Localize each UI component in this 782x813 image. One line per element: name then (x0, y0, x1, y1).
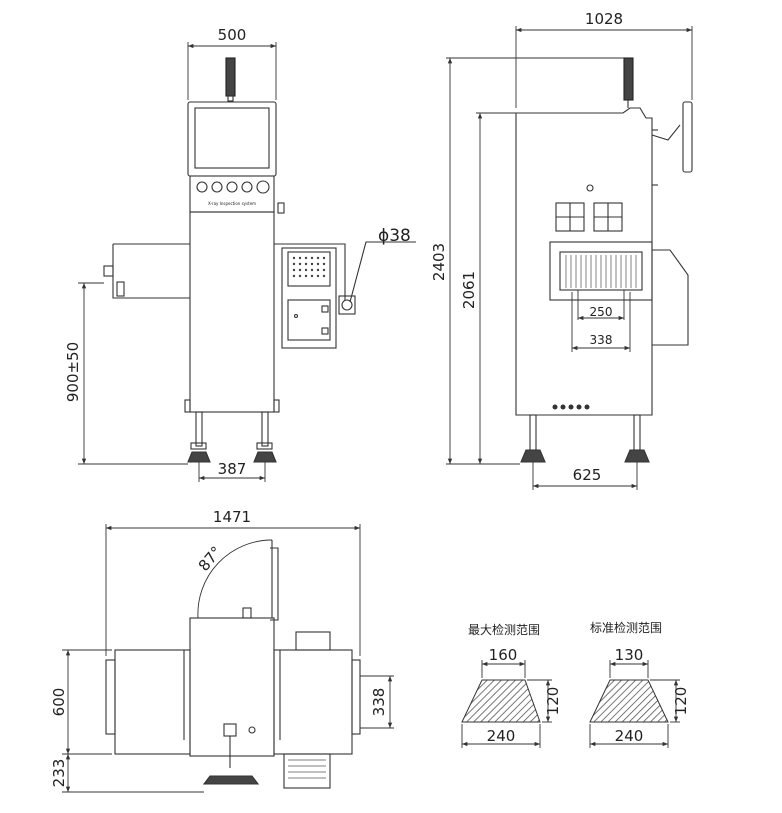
dim-side-foot-span: 625 (573, 466, 602, 484)
side-view (515, 57, 693, 463)
side-body (515, 107, 653, 416)
tunnel-left (112, 243, 190, 299)
top-tunnel-left (114, 649, 191, 755)
electric-cabinet (281, 247, 337, 349)
pipe-fitting (338, 295, 356, 315)
section-std-shape (589, 679, 669, 723)
dim-open-angle: 87° (195, 543, 226, 575)
side-button-row (552, 404, 590, 410)
side-feet (520, 414, 650, 463)
monitor-screen (194, 107, 270, 169)
beacon-light (225, 57, 236, 102)
side-beacon (623, 57, 634, 101)
section-std-title: 标准检测范围 (590, 620, 662, 635)
section-std-height: 120 (672, 687, 690, 716)
side-dimensions (446, 26, 693, 490)
section-max: 最大检测范围 160 240 120 (461, 622, 562, 748)
top-dimensions (62, 524, 394, 793)
dim-body-height: 2061 (460, 271, 478, 309)
dim-tunnel-outer: 338 (590, 333, 613, 347)
section-std-bottom: 240 (615, 727, 644, 745)
section-std-top: 130 (615, 646, 644, 664)
section-max-title: 最大检测范围 (468, 622, 540, 637)
curtain-lines (565, 255, 637, 288)
top-foot (202, 775, 260, 785)
top-cabinet (283, 753, 331, 789)
main-column (189, 211, 275, 413)
front-dimensions (78, 42, 277, 482)
dim-top-tunnel: 338 (370, 688, 388, 717)
front-view: X-ray Inspection system (103, 57, 416, 463)
dim-top-offset: 233 (50, 759, 68, 788)
panel-text: X-ray Inspection system (208, 201, 256, 206)
dim-front-foot-span: 387 (218, 460, 247, 478)
leveling-feet (187, 411, 277, 463)
dim-conveyor-height: 900±50 (64, 342, 82, 402)
dim-top-depth: 600 (50, 688, 68, 717)
section-max-height: 120 (544, 687, 562, 716)
side-cabinet (652, 249, 689, 346)
top-main-body (189, 617, 275, 757)
section-max-bottom: 240 (487, 727, 516, 745)
top-box (295, 631, 331, 651)
dim-front-width: 500 (218, 26, 247, 44)
dim-tunnel-inner: 250 (590, 305, 613, 319)
section-max-shape (461, 679, 541, 723)
top-tunnel-right (273, 649, 353, 755)
dim-diameter: ϕ38 (378, 226, 411, 246)
side-monitor (682, 101, 693, 173)
dim-top-length: 1471 (213, 508, 251, 526)
vent-grid (292, 256, 326, 278)
monitor-lid (270, 547, 279, 621)
side-tunnel (549, 241, 653, 301)
section-std: 标准检测范围 130 240 120 (589, 620, 690, 748)
dim-side-width: 1028 (585, 10, 623, 28)
top-view (105, 539, 361, 789)
monitor-housing (187, 101, 277, 177)
section-max-top: 160 (489, 646, 518, 664)
dim-total-height: 2403 (430, 243, 448, 281)
